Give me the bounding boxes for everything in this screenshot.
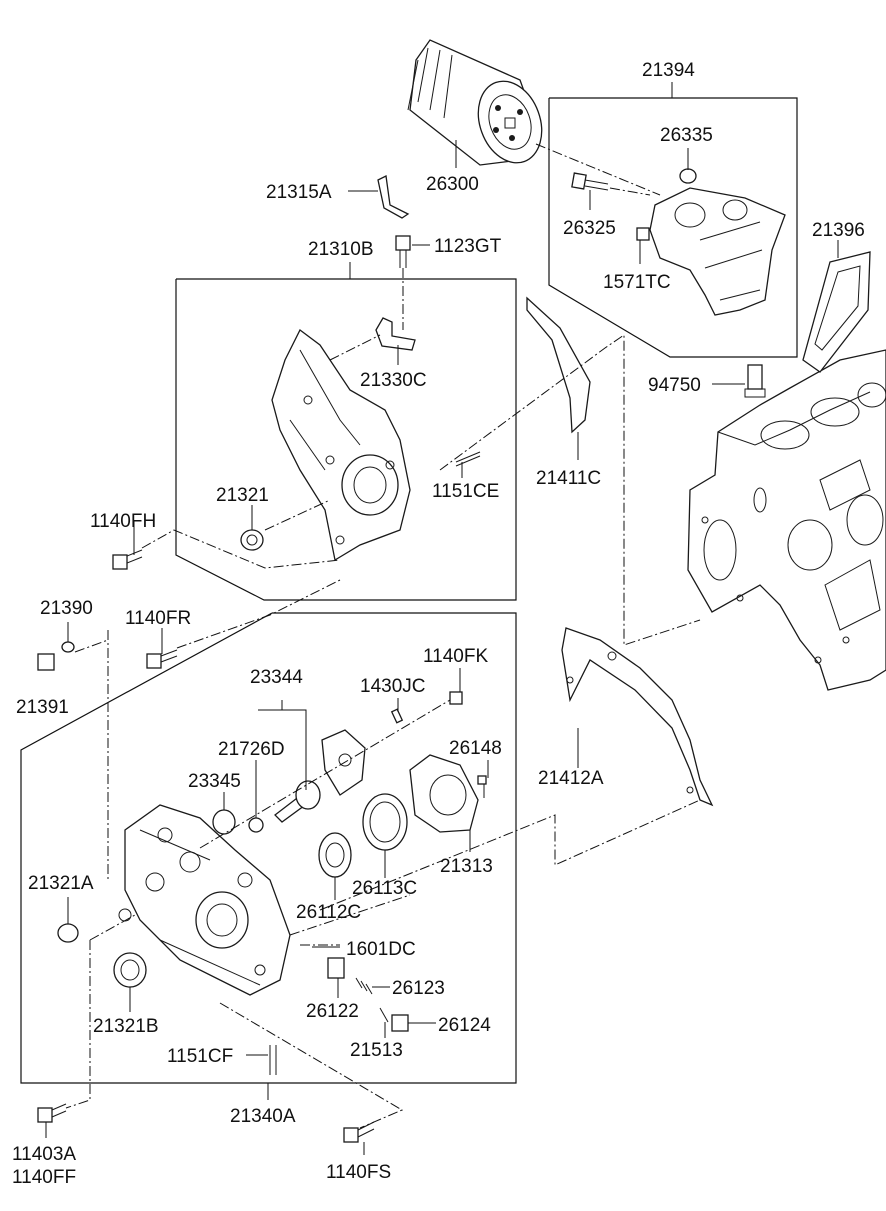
oil-pump-case (118, 804, 291, 996)
label-1140FR: 1140FR (125, 608, 191, 629)
bolt-1140FK (449, 691, 463, 705)
oil-filter-housing (649, 187, 786, 316)
label-21390: 21390 (40, 598, 93, 619)
label-1571TC: 1571TC (603, 272, 671, 293)
bracket-upper (377, 175, 410, 219)
sensor-94750 (744, 364, 766, 398)
group-box-oil-filter-housing (548, 82, 798, 358)
label-21310B: 21310B (308, 239, 374, 260)
stud-1151CE (455, 451, 481, 467)
inner-rotor-26112C (318, 832, 352, 878)
label-1140FH: 1140FH (90, 511, 156, 532)
oil-pump-gasket-21412A (561, 627, 714, 807)
timing-cover-gasket (526, 296, 591, 434)
label-21313: 21313 (440, 856, 493, 877)
plug-26124 (391, 1014, 409, 1032)
label-26300: 26300 (426, 174, 479, 195)
bolt-26148 (477, 775, 487, 798)
spacer-21726D (248, 817, 264, 833)
label-21411C: 21411C (536, 468, 601, 489)
label-21315A: 21315A (266, 182, 332, 203)
drive-gear-23345 (212, 809, 236, 835)
label-23344: 23344 (250, 667, 303, 688)
bolt-11403A (37, 1103, 67, 1123)
leader-lines (45, 140, 839, 1155)
o-ring-21390 (61, 641, 75, 653)
bracket-lower (375, 317, 416, 351)
label-1430JC: 1430JC (360, 676, 426, 697)
plug-21391 (37, 653, 55, 671)
label-26122: 26122 (306, 1001, 359, 1022)
bolt-1140FH (112, 549, 143, 570)
stud-1151CF (269, 1045, 277, 1075)
bolt-1123GT (395, 235, 411, 268)
oil-seal-21321 (240, 529, 264, 551)
group-box-timing-cover (175, 262, 517, 601)
bolt-1140FS (343, 1121, 375, 1143)
assembly-lines (65, 143, 701, 1129)
label-1140FS: 1140FS (326, 1162, 391, 1183)
label-26325: 26325 (563, 218, 616, 239)
label-11403A: 11403A (12, 1144, 76, 1165)
oil-seal-21321A (57, 923, 79, 943)
label-21412A: 21412A (538, 768, 604, 789)
shaft-gear-23344 (274, 780, 321, 823)
label-23345: 23345 (188, 771, 241, 792)
part-labels: 21394 26300 26335 26325 1571TC 21396 213… (12, 60, 865, 1188)
oil-filter-bolt (571, 172, 609, 191)
label-21330C: 21330C (360, 370, 427, 391)
label-21394: 21394 (642, 60, 695, 81)
label-21321A: 21321A (28, 873, 94, 894)
oil-seal-21321B (113, 952, 147, 988)
pump-cover-21313 (409, 754, 479, 833)
plug-fitting (636, 227, 650, 241)
label-1601DC: 1601DC (346, 939, 416, 960)
label-21340A: 21340A (230, 1106, 296, 1127)
label-26124: 26124 (438, 1015, 491, 1036)
pin-1430JC (390, 708, 404, 724)
o-ring (679, 168, 697, 184)
timing-cover (271, 329, 411, 562)
label-26148: 26148 (449, 738, 502, 759)
label-26112C: 26112C (296, 902, 361, 923)
pin-21513 (379, 1007, 389, 1023)
oil-filter-housing-gasket (802, 251, 871, 373)
label-26113C: 26113C (352, 878, 417, 899)
relief-plunger-26122 (327, 957, 345, 979)
group-box-oil-pump-case (20, 612, 517, 1100)
label-26335: 26335 (660, 125, 713, 146)
engine-block (687, 349, 886, 691)
relief-spring-26123 (355, 977, 373, 995)
oil-filter (407, 39, 543, 166)
label-1151CE: 1151CE (432, 481, 499, 502)
label-1151CF: 1151CF (167, 1046, 233, 1067)
label-1140FF: 1140FF (12, 1167, 76, 1188)
label-21396: 21396 (812, 220, 865, 241)
label-21513: 21513 (350, 1040, 403, 1061)
label-1123GT: 1123GT (434, 236, 502, 257)
label-21391: 21391 (16, 697, 69, 718)
label-26123: 26123 (392, 978, 445, 999)
label-1140FK: 1140FK (423, 646, 488, 667)
label-21321B: 21321B (93, 1016, 159, 1037)
bolt-1140FR (146, 649, 178, 669)
label-21726D: 21726D (218, 739, 285, 760)
label-94750: 94750 (648, 375, 701, 396)
label-21321: 21321 (216, 485, 269, 506)
outer-rotor-26113C (362, 793, 408, 851)
